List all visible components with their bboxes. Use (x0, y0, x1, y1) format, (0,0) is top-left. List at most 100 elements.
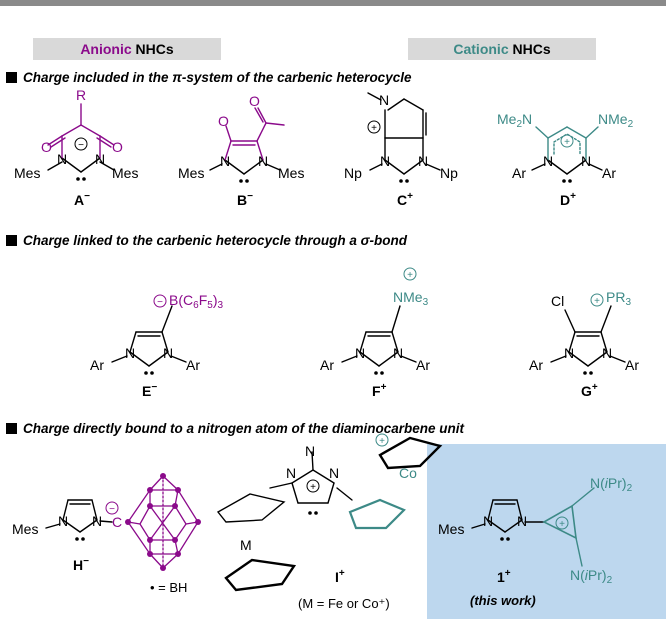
label-i: I+ (335, 568, 345, 585)
structure-f (341, 305, 417, 367)
minus-charge-icon (74, 137, 88, 151)
top-rule (0, 0, 666, 6)
structure-i (216, 436, 443, 592)
label-e: E− (142, 382, 157, 399)
g-chloro: Cl (551, 293, 564, 309)
structure-a (47, 103, 115, 173)
svg-text:−: − (157, 297, 163, 308)
svg-text:+: + (594, 296, 600, 307)
label-a: A− (74, 191, 90, 208)
i-cobalt: Co (399, 465, 417, 481)
structure-g (550, 305, 626, 367)
plus-charge-icon (306, 479, 320, 493)
section-pi-text: Charge included in the π-system of the c… (23, 70, 412, 85)
cationic-suffix: NHCs (512, 41, 551, 57)
cationic-header: Cationic NHCs (408, 38, 596, 60)
carbene-lone-pairs (75, 177, 593, 541)
svg-text:N: N (602, 345, 612, 361)
bh-vertex (175, 551, 181, 557)
svg-text:+: + (371, 123, 377, 134)
one-amine-bottom: N(iPr)2 (570, 567, 613, 586)
bh-vertex (147, 537, 153, 543)
section-title-sigma: Charge linked to the carbenic heterocycl… (6, 233, 407, 248)
g-ar-right: Ar (625, 357, 639, 373)
c-np-right: Np (440, 165, 458, 181)
carborane-cage (127, 475, 199, 569)
bh-vertex (147, 551, 153, 557)
f-ar-right: Ar (416, 357, 430, 373)
bh-vertex (147, 487, 153, 493)
e-ar-right: Ar (186, 357, 200, 373)
cationic-word: Cationic (453, 41, 509, 57)
section-title-nitrogen: Charge directly bound to a nitrogen atom… (6, 421, 464, 436)
section-nitrogen-text: Charge directly bound to a nitrogen atom… (23, 421, 465, 436)
compound-labels: A− B− C+ D+ E− F+ G+ H− I+ 1+ (73, 191, 598, 585)
plus-charge-icon (560, 134, 574, 148)
section-title-pi: Charge included in the π-system of the c… (6, 70, 411, 85)
d-nme2: NMe2 (598, 111, 634, 130)
i-metal-note: (M = Fe or Co⁺) (298, 596, 390, 611)
anionic-suffix: NHCs (135, 41, 174, 57)
h-mes: Mes (12, 521, 38, 537)
h-legend: • = BH (150, 580, 187, 595)
svg-text:N: N (95, 151, 105, 167)
bh-vertex (160, 473, 166, 479)
a-r-label: R (76, 87, 86, 103)
h-carbon: C (112, 514, 122, 530)
svg-text:+: + (407, 270, 413, 281)
f-ar-left: Ar (320, 357, 334, 373)
b-oxygen: O (218, 113, 229, 129)
svg-text:+: + (564, 137, 570, 148)
e-ar-left: Ar (90, 357, 104, 373)
bh-vertex (175, 487, 181, 493)
svg-text:N: N (258, 153, 268, 169)
charge-signs: − + + − + + − + + + (78, 123, 600, 530)
bullet-square-icon (6, 72, 17, 83)
svg-text:+: + (379, 436, 385, 447)
carborane-vertices (125, 473, 201, 571)
this-work-panel (427, 444, 666, 619)
minus-charge-icon (105, 501, 119, 515)
svg-text:N: N (286, 465, 296, 481)
label-h: H− (73, 556, 89, 573)
structure-c (367, 92, 441, 175)
f-ammonium: NMe3 (393, 289, 429, 308)
structure-b (209, 107, 285, 175)
bh-vertex (172, 503, 178, 509)
a-oxygen-left: O (41, 139, 52, 155)
label-one: 1+ (497, 568, 511, 585)
bh-vertex (160, 565, 166, 571)
svg-text:N: N (125, 345, 135, 361)
one-mes: Mes (438, 521, 464, 537)
i-metal: M (240, 537, 252, 553)
atom-labels: R O O N N Mes Mes O O N N Mes Mes N N N … (12, 87, 639, 586)
notes: • = BH (M = Fe or Co⁺) (this work) (150, 580, 536, 611)
label-g: G+ (581, 382, 598, 399)
bh-vertex (147, 503, 153, 509)
svg-text:O: O (249, 93, 260, 109)
svg-text:N: N (418, 153, 428, 169)
svg-text:N: N (355, 345, 365, 361)
minus-charge-icon (153, 294, 167, 308)
svg-text:N: N (329, 465, 339, 481)
d-ar-right: Ar (602, 165, 616, 181)
svg-text:N: N (581, 153, 591, 169)
c-pyridine-n: N (379, 92, 389, 108)
structure-one (471, 487, 595, 567)
plus-charge-icon (375, 433, 389, 447)
g-phosphonium: PR3 (606, 289, 631, 308)
one-amine-top: N(iPr)2 (590, 475, 633, 494)
section-sigma-text: Charge linked to the carbenic heterocycl… (23, 233, 408, 248)
d-ar-left: Ar (512, 165, 526, 181)
label-f: F+ (372, 382, 387, 399)
svg-text:N: N (543, 153, 553, 169)
svg-text:N: N (393, 345, 403, 361)
a-mes-right: Mes (112, 165, 138, 181)
svg-text:+: + (559, 519, 565, 530)
bonds (45, 92, 626, 592)
bh-vertex (195, 519, 201, 525)
label-b: B− (237, 191, 253, 208)
svg-text:N: N (92, 513, 102, 529)
svg-text:+: + (310, 482, 316, 493)
